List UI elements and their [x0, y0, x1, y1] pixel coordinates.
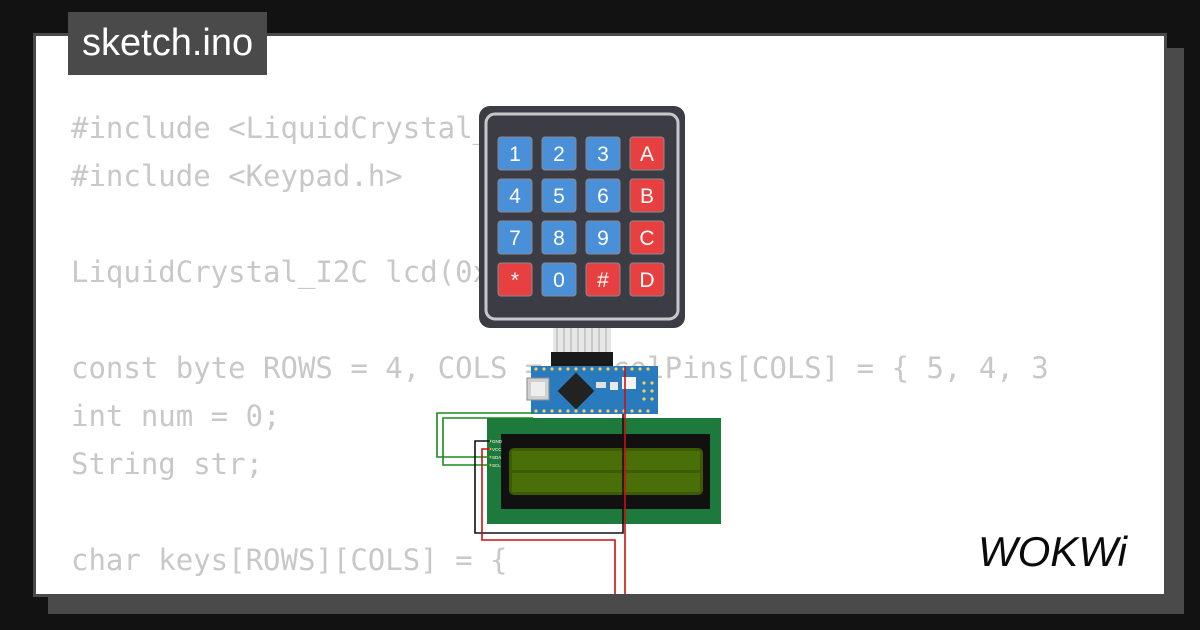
- keypad-ribbon-cable: [551, 326, 613, 368]
- keypad-key-4[interactable]: [497, 178, 533, 213]
- keypad-key-D[interactable]: [629, 262, 665, 297]
- keypad-key-label: 2: [553, 143, 565, 166]
- code-line: char keys[ROWS][COLS] = {: [71, 543, 508, 577]
- keypad-key-A[interactable]: [629, 136, 665, 171]
- wires: [436, 366, 626, 594]
- keypad-key-7[interactable]: [497, 220, 533, 255]
- keypad-key-label: D: [639, 269, 654, 292]
- keypad-key-3[interactable]: [585, 136, 621, 171]
- lcd-pin-label: SCL: [492, 463, 501, 468]
- keypad-key-1[interactable]: [497, 136, 533, 171]
- keypad-key-C[interactable]: [629, 220, 665, 255]
- keypad-key-label: #: [597, 269, 609, 292]
- keypad-key-8[interactable]: [541, 220, 577, 255]
- svg-text:WOKWi: WOKWi: [978, 528, 1129, 575]
- lcd-pin-label: VCC: [492, 447, 502, 452]
- keypad-key-label: A: [640, 143, 654, 166]
- keypad-key-label: 5: [553, 185, 565, 208]
- keypad-key-B[interactable]: [629, 178, 665, 213]
- keypad-key-label: 9: [597, 227, 609, 250]
- keypad-key-label: 8: [553, 227, 565, 250]
- keypad-key-label: 3: [597, 143, 609, 166]
- keypad-key-5[interactable]: [541, 178, 577, 213]
- keypad-key-label: C: [639, 227, 654, 250]
- keypad-key-label: 6: [597, 185, 609, 208]
- code-line: #include <Keypad.h>: [71, 159, 403, 193]
- keypad-key-label: B: [640, 185, 654, 208]
- lcd-pin-label: SDA: [492, 455, 501, 460]
- arduino-nano: [526, 366, 658, 414]
- keypad-key-*[interactable]: [497, 262, 533, 297]
- keypad-key-6[interactable]: [585, 178, 621, 213]
- keypad-key-label: 0: [553, 269, 565, 292]
- wokwi-logo: WOKWi: [978, 528, 1129, 575]
- lcd-pin-label: GND: [492, 439, 503, 444]
- filename-tab[interactable]: sketch.ino: [68, 12, 268, 75]
- keypad-key-label: 1: [509, 143, 521, 166]
- keypad-key-0[interactable]: [541, 262, 577, 297]
- keypad-key-label: *: [511, 269, 519, 292]
- keypad-key-label: 4: [509, 185, 521, 208]
- code-line: int num = 0;: [71, 399, 281, 433]
- keypad-key-2[interactable]: [541, 136, 577, 171]
- membrane-keypad: 1 2 3 A 4 5 6 B 7 8 9 C * 0 # D: [479, 106, 685, 328]
- code-line: String str;: [71, 447, 264, 481]
- code-line: {'1','2','3','A'},: [71, 584, 1049, 594]
- keypad-key-label: 7: [509, 227, 521, 250]
- lcd-1602-i2c: GND VCC SDA SCL: [487, 418, 721, 524]
- keypad-key-#[interactable]: [585, 262, 621, 297]
- keypad-key-9[interactable]: [585, 220, 621, 255]
